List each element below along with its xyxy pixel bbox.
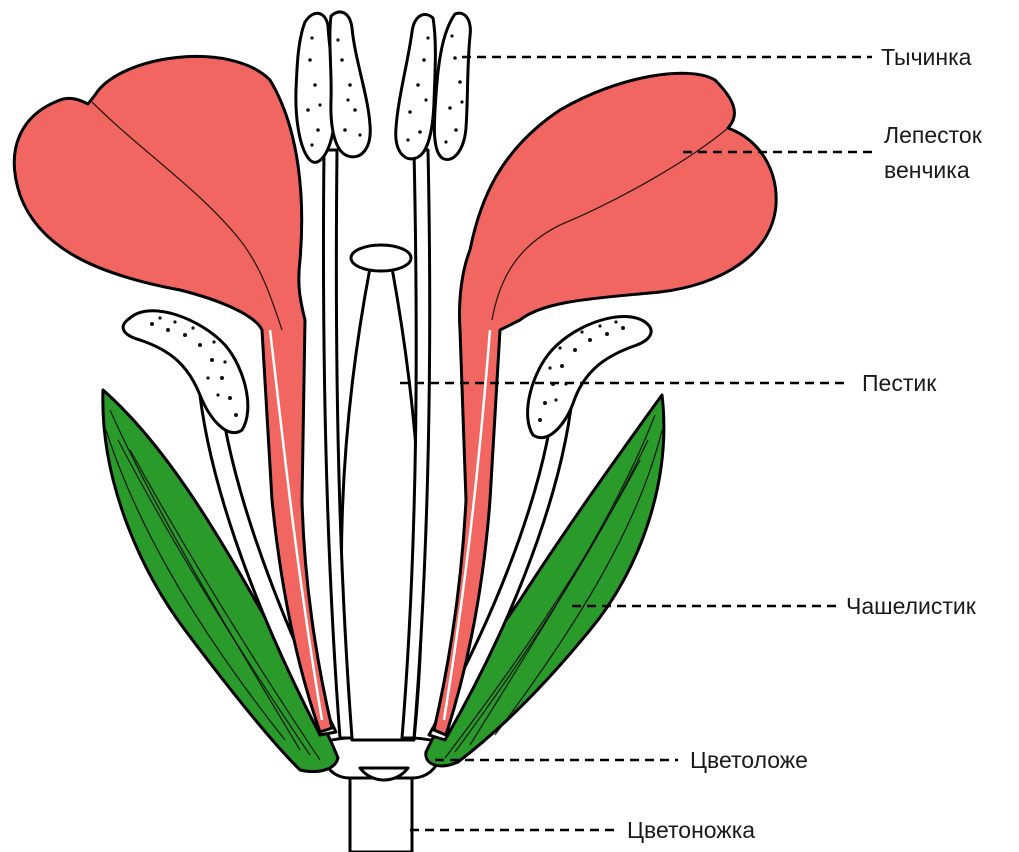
label-stamen: Тычинка (881, 44, 972, 70)
label-petal-line1: Лепесток (884, 122, 983, 148)
label-petal-line2: венчика (884, 157, 970, 183)
label-receptacle: Цветоложе (690, 747, 808, 773)
label-pistil: Пестик (862, 370, 937, 396)
receptacle (323, 737, 440, 780)
pedicel (350, 775, 412, 852)
label-sepal: Чашелистик (846, 593, 977, 619)
label-pedicel: Цветоножка (627, 817, 755, 843)
